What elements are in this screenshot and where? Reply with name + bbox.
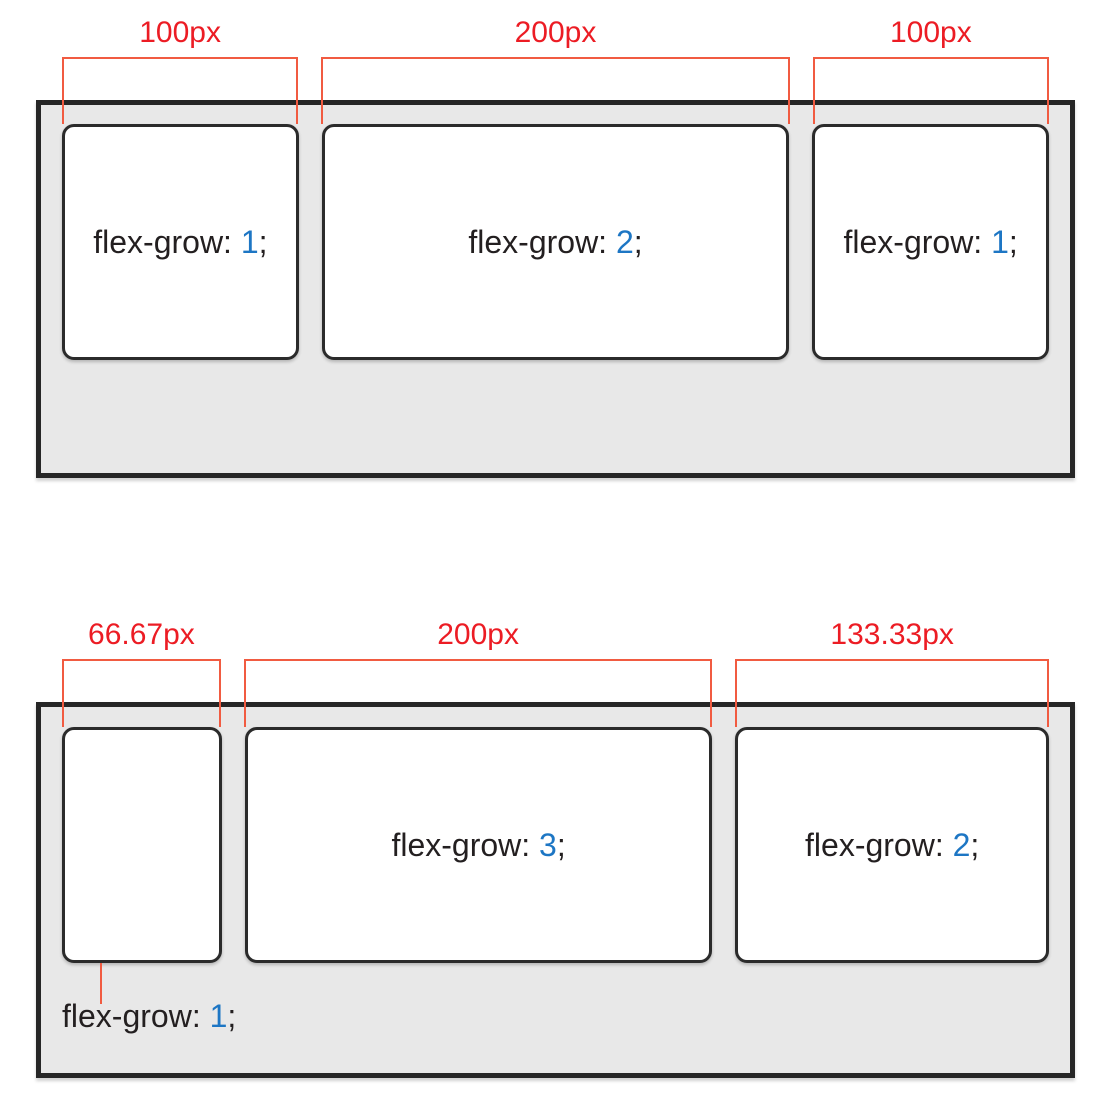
measurement-label: 100px	[890, 16, 972, 49]
flex-value-text: 2	[952, 827, 971, 863]
flex-container-bottom: flex-grow: 3; flex-grow: 2; flex-grow: 1…	[36, 702, 1075, 1078]
flex-item-small	[62, 727, 222, 963]
semicolon-text: ;	[556, 827, 566, 863]
flex-value-text: 1	[991, 224, 1009, 260]
flex-value-text: 2	[615, 224, 634, 260]
callout-line	[100, 963, 102, 1004]
flex-container-top: flex-grow: 1; flex-grow: 2; flex-grow: 1…	[36, 100, 1075, 478]
flex-property-text: flex-grow:	[843, 224, 992, 260]
semicolon-text: ;	[970, 827, 980, 863]
measurement-label: 200px	[437, 618, 519, 651]
flex-value-text: 1	[240, 224, 259, 260]
flex-property-text: flex-grow:	[468, 224, 616, 260]
measurement-bracket: 100px	[812, 18, 1049, 124]
semicolon-text: ;	[258, 224, 268, 260]
measurement-bracket: 66.67px	[62, 620, 221, 727]
measurement-ruler-top: 100px 200px 100px	[36, 18, 1075, 124]
flex-property-text: flex-grow:	[391, 827, 540, 863]
measurement-bracket: 100px	[62, 18, 299, 124]
flex-property-text: flex-grow:	[93, 224, 241, 260]
measurement-bracket: 200px	[243, 620, 713, 727]
flex-value-text: 1	[209, 998, 228, 1034]
flex-item: flex-grow: 2;	[321, 124, 790, 360]
flex-item: flex-grow: 2;	[735, 727, 1049, 963]
measurement-bracket: 133.33px	[735, 620, 1049, 727]
measurement-label: 100px	[139, 16, 221, 49]
flex-value-text: 3	[539, 827, 557, 863]
semicolon-text: ;	[227, 998, 237, 1034]
flex-property-text: flex-grow:	[805, 827, 953, 863]
flex-item-label: flex-grow: 2;	[468, 226, 642, 258]
flex-item-label: flex-grow: 1;	[843, 226, 1017, 258]
measurement-bracket: 200px	[321, 18, 790, 124]
measurement-label: 200px	[514, 16, 597, 49]
flex-item: flex-grow: 1;	[62, 124, 299, 360]
callout-label: flex-grow: 1;	[62, 998, 236, 1035]
measurement-ruler-bottom: 66.67px 200px 133.33px	[36, 620, 1075, 727]
flex-item: flex-grow: 1;	[812, 124, 1049, 360]
flex-item: flex-grow: 3;	[244, 727, 713, 963]
measurement-label: 133.33px	[830, 618, 954, 651]
semicolon-text: ;	[1008, 224, 1018, 260]
measurement-label: 66.67px	[88, 618, 195, 651]
flex-property-text: flex-grow:	[62, 998, 210, 1034]
semicolon-text: ;	[633, 224, 643, 260]
flex-item-label: flex-grow: 1;	[93, 226, 267, 258]
flex-item-label: flex-grow: 3;	[391, 829, 565, 861]
flex-item-label: flex-grow: 2;	[805, 829, 979, 861]
